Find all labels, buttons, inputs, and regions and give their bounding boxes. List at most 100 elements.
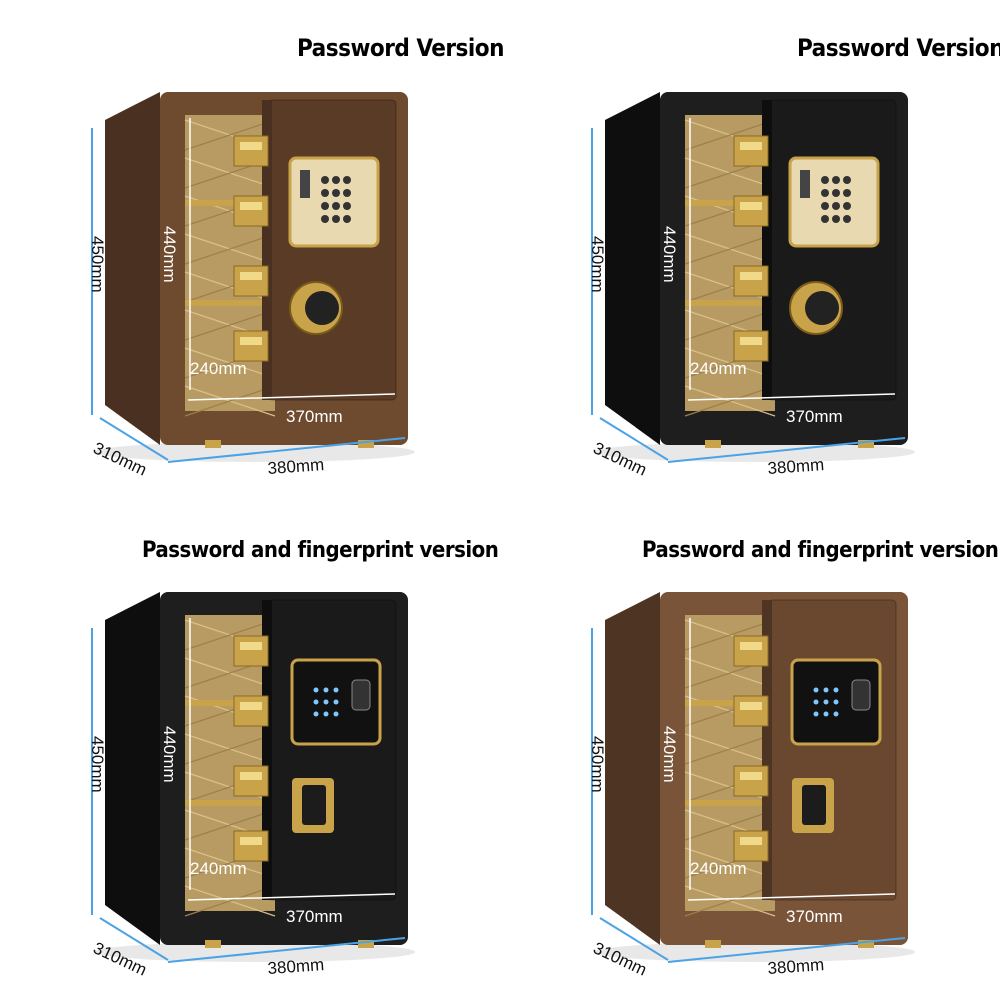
- dim-label-width-outer: 380mm: [267, 455, 325, 478]
- keypad-key: [343, 189, 351, 197]
- locking-bolt: [233, 195, 269, 227]
- interior-pattern: [684, 733, 776, 765]
- interior-shelf: [185, 800, 275, 806]
- dim-line-depth-outer: [599, 417, 669, 461]
- locking-bolt: [733, 195, 769, 227]
- dim-label-height-inner: 440mm: [660, 226, 679, 283]
- dim-label-height-outer: 450mm: [588, 236, 607, 293]
- safe-door: [267, 99, 397, 401]
- dim-line-width-outer: [667, 937, 906, 963]
- keypad-key: [321, 202, 329, 210]
- keypad-key: [832, 202, 840, 210]
- touch-keypad-key: [323, 711, 329, 717]
- safe-side-panel: [105, 592, 160, 945]
- interior-shelf: [685, 800, 775, 806]
- interior-shelf: [185, 200, 275, 206]
- locking-bolt: [233, 695, 269, 727]
- keypad-key: [332, 176, 340, 184]
- keypad-key: [821, 215, 829, 223]
- floor-shadow: [95, 942, 415, 962]
- floor-shadow: [595, 442, 915, 462]
- touch-keypad-key: [833, 699, 839, 705]
- locking-bolt: [733, 830, 769, 862]
- locking-bolt-highlight: [240, 642, 262, 650]
- touch-keypad-key: [323, 699, 329, 705]
- keypad-key: [843, 189, 851, 197]
- dim-label-width-inner: 370mm: [786, 407, 843, 426]
- door-edge: [262, 100, 272, 400]
- panel-title: Password Version: [297, 34, 505, 62]
- keypad-key: [832, 189, 840, 197]
- keypad-key: [343, 215, 351, 223]
- keypad-slot: [300, 170, 310, 198]
- locking-bolt: [733, 135, 769, 167]
- touch-keypad-key: [813, 711, 819, 717]
- door-edge: [762, 100, 772, 400]
- locking-bolt-highlight: [740, 702, 762, 710]
- locking-bolt-highlight: [740, 837, 762, 845]
- keypad-key: [321, 215, 329, 223]
- dim-label-width-outer: 380mm: [767, 955, 825, 978]
- keypad-key: [321, 189, 329, 197]
- door-edge: [262, 600, 272, 900]
- keypad-panel: [788, 156, 880, 248]
- touch-keypad-key: [333, 687, 339, 693]
- dim-label-depth-inner: 240mm: [190, 859, 247, 878]
- touch-keypad-key: [823, 687, 829, 693]
- interior-pattern: [184, 885, 276, 917]
- interior-shelf: [685, 300, 775, 306]
- dim-label-height-inner: 440mm: [160, 226, 179, 283]
- locking-bolt: [733, 265, 769, 297]
- keypad-key: [832, 215, 840, 223]
- interior-pattern: [184, 809, 276, 841]
- interior-pattern: [184, 309, 276, 341]
- keypad-key: [821, 189, 829, 197]
- dim-label-height-outer: 450mm: [588, 736, 607, 793]
- fingerprint-sensor: [351, 679, 371, 711]
- locking-bolt-highlight: [740, 337, 762, 345]
- interior-shelf: [185, 300, 275, 306]
- locking-bolt: [733, 330, 769, 362]
- interior-pattern: [184, 733, 276, 765]
- keypad-key: [821, 202, 829, 210]
- interior-pattern: [684, 885, 776, 917]
- locking-bolt-highlight: [240, 772, 262, 780]
- touch-keypad-key: [333, 711, 339, 717]
- interior-pattern: [684, 233, 776, 265]
- dim-label-depth-inner: 240mm: [690, 359, 747, 378]
- locking-bolt: [233, 765, 269, 797]
- safe-foot: [705, 440, 721, 448]
- touch-keypad-key: [833, 711, 839, 717]
- safe-foot: [858, 940, 874, 948]
- interior-pattern: [684, 385, 776, 417]
- safe-foot: [858, 440, 874, 448]
- dim-line-width-inner: [187, 393, 396, 401]
- interior-pattern: [684, 119, 776, 151]
- locking-bolt-highlight: [740, 772, 762, 780]
- locking-bolt: [233, 330, 269, 362]
- locking-bolt: [733, 695, 769, 727]
- keypad-key: [832, 176, 840, 184]
- safe-foot: [705, 940, 721, 948]
- floor-shadow: [95, 442, 415, 462]
- dim-label-width-inner: 370mm: [786, 907, 843, 926]
- locking-bolt-highlight: [740, 202, 762, 210]
- keypad-key: [332, 215, 340, 223]
- safe-foot: [358, 940, 374, 948]
- keypad-key: [843, 176, 851, 184]
- interior-shelf: [685, 700, 775, 706]
- dim-line-width-outer: [167, 437, 406, 463]
- locking-bolt-highlight: [740, 642, 762, 650]
- dim-label-width-outer: 380mm: [767, 455, 825, 478]
- keypad-key: [343, 202, 351, 210]
- safe-side-panel: [605, 592, 660, 945]
- safe-foot: [358, 440, 374, 448]
- locking-bolt-highlight: [240, 272, 262, 280]
- dim-label-depth-inner: 240mm: [190, 359, 247, 378]
- touch-keypad-key: [813, 687, 819, 693]
